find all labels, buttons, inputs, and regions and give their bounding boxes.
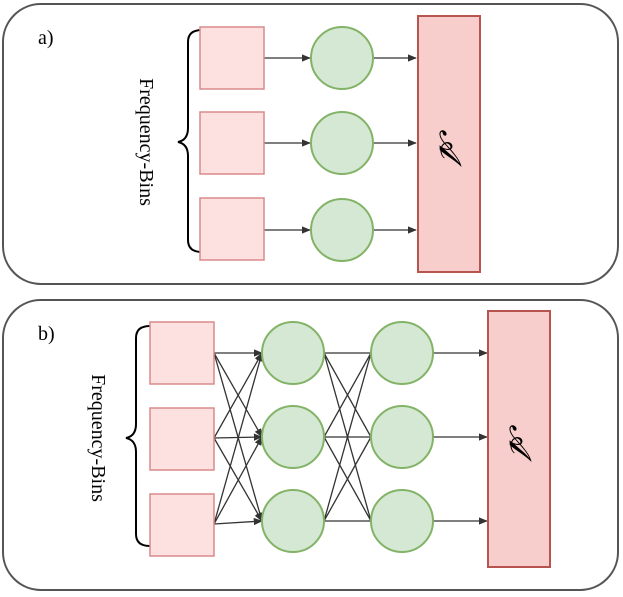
panel-a-label: a) — [38, 27, 54, 49]
panel-a-edges — [264, 54, 417, 234]
hidden-node — [261, 405, 325, 469]
panel-b-frequency-bins-label: Frequency-Bins — [87, 374, 109, 502]
panel-b-brace — [125, 325, 151, 547]
hidden-node — [370, 405, 434, 469]
panel-b-label: b) — [38, 323, 55, 345]
panel-b: b) Frequency-Bins — [2, 299, 619, 591]
edge — [213, 517, 263, 526]
input-bin-box — [199, 197, 265, 261]
hidden-node — [370, 489, 434, 553]
edge — [213, 352, 263, 439]
edge — [323, 352, 372, 438]
edge — [323, 352, 372, 522]
panel-a-brace — [177, 29, 203, 253]
hidden-node — [310, 198, 374, 262]
panel-b-attention-block — [487, 310, 551, 568]
edge — [213, 352, 264, 525]
panel-a: a) Frequency-Bins 𝓐 — [2, 3, 619, 285]
edge — [323, 436, 372, 522]
panel-b-edges — [213, 349, 488, 526]
edge — [213, 436, 263, 525]
panel-a-frequency-bins-label: Frequency-Bins — [135, 78, 157, 206]
hidden-node — [310, 26, 374, 90]
input-bin-box — [149, 493, 215, 557]
input-bin-box — [199, 26, 265, 90]
hidden-node — [370, 321, 434, 385]
input-bin-box — [149, 321, 215, 385]
hidden-node — [310, 111, 374, 175]
input-bin-box — [199, 111, 265, 175]
input-bin-box — [149, 407, 215, 471]
hidden-node — [261, 489, 325, 553]
panel-a-attention-block — [417, 15, 481, 273]
hidden-node — [261, 321, 325, 385]
